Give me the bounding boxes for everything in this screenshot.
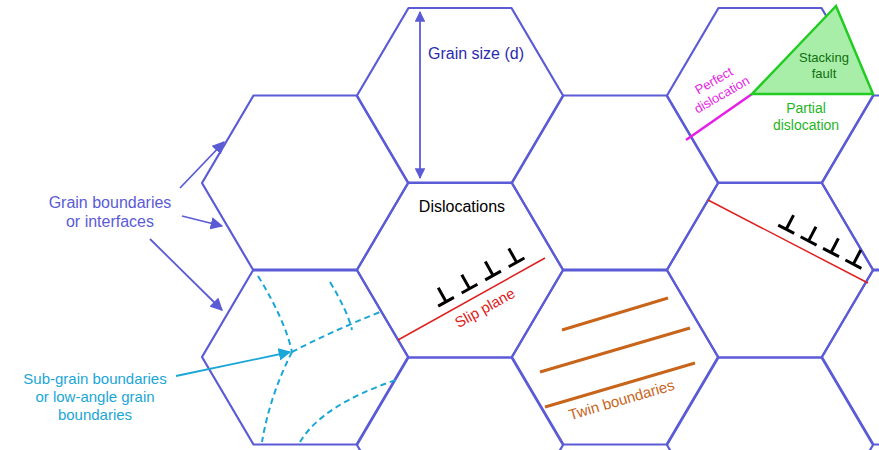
sub-grain-line [258, 276, 292, 352]
callout-label: Grain boundaries or interfaces [40, 193, 180, 231]
defect-label: Dislocations [419, 197, 505, 216]
grain-boundary [357, 183, 563, 358]
slip-plane-line [398, 258, 545, 340]
grain-boundary [202, 270, 408, 445]
slip-plane-line [708, 200, 868, 283]
leader-arrow [180, 142, 224, 188]
defect-label: Stacking fault [793, 50, 855, 82]
callout-label: Sub-grain boundaries or low-angle grain … [20, 370, 170, 424]
grain-boundary [512, 270, 718, 445]
sub-grain-boundaries [258, 276, 396, 442]
twin-line [562, 298, 668, 330]
leader-arrow [182, 216, 222, 226]
dislocation-symbol [438, 288, 454, 306]
boundary-label: Twin boundaries [567, 376, 677, 424]
dislocation-symbol [823, 238, 839, 256]
plane-label: Slip plane [452, 284, 518, 332]
leader-arrow [176, 352, 290, 376]
sub-grain-line [262, 352, 292, 442]
grain-boundary [512, 96, 718, 271]
stacking-fault-triangle [752, 6, 873, 94]
sub-grain-line [292, 312, 380, 352]
grain-size-arrow [419, 12, 421, 178]
grain-boundary [667, 183, 873, 358]
sub-grain-line [330, 282, 352, 330]
grain-boundary [357, 8, 563, 183]
grain-boundary [202, 96, 408, 271]
dislocation-symbol [778, 215, 794, 233]
dislocation-symbol [462, 275, 478, 293]
dimension-label: Grain size (d) [428, 44, 524, 63]
defect-label: Partial dislocation [766, 100, 846, 134]
leader-lines [150, 12, 420, 376]
dislocation-symbol [509, 248, 525, 266]
defect-label: Perfect dislocation [678, 56, 758, 121]
grain-boundary [357, 358, 563, 450]
grain-boundary [822, 270, 879, 445]
dislocation-symbol [801, 227, 817, 245]
slip-planes [398, 200, 868, 340]
sub-grain-line [300, 380, 396, 442]
dislocation-symbol [485, 262, 501, 280]
grain-boundary [667, 358, 873, 450]
twin-line [540, 328, 690, 372]
leader-arrow [150, 239, 222, 310]
dislocation-symbol [845, 250, 861, 268]
